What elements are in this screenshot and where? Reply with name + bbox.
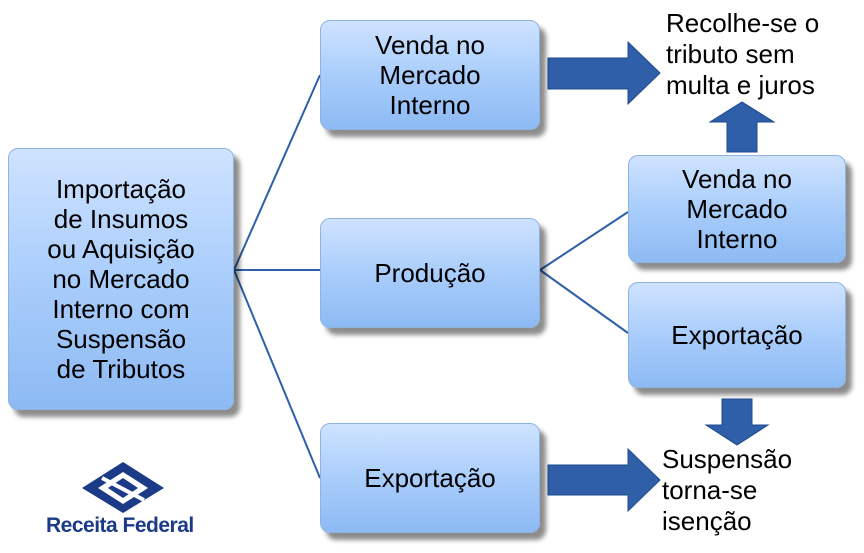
logo-text: Receita Federal [46, 514, 194, 537]
arrow-up-to-note [708, 101, 776, 153]
note-bottom: Suspensão torna-se isenção [662, 444, 793, 536]
bottom-box: Exportação [320, 423, 540, 533]
middle-box: Produção [320, 218, 540, 328]
connector-production-to-sale [539, 211, 629, 271]
connector-production-to-export [539, 269, 629, 334]
note-top: Recolhe-se o tributo sem multa e juros [666, 8, 820, 100]
arrow-down-to-note [704, 398, 770, 446]
connector-main-to-bottom [233, 269, 321, 479]
right-bottom-box: Exportação [628, 282, 846, 388]
receita-federal-logo-icon [82, 462, 164, 513]
arrow-sale-to-note [547, 40, 661, 106]
top-box: Venda no Mercado Interno [320, 20, 540, 130]
right-top-box: Venda no Mercado Interno [628, 155, 846, 263]
arrow-export-to-note [547, 447, 661, 513]
main-box: Importação de Insumos ou Aquisição no Me… [8, 148, 234, 410]
connector-main-to-top [233, 74, 321, 271]
